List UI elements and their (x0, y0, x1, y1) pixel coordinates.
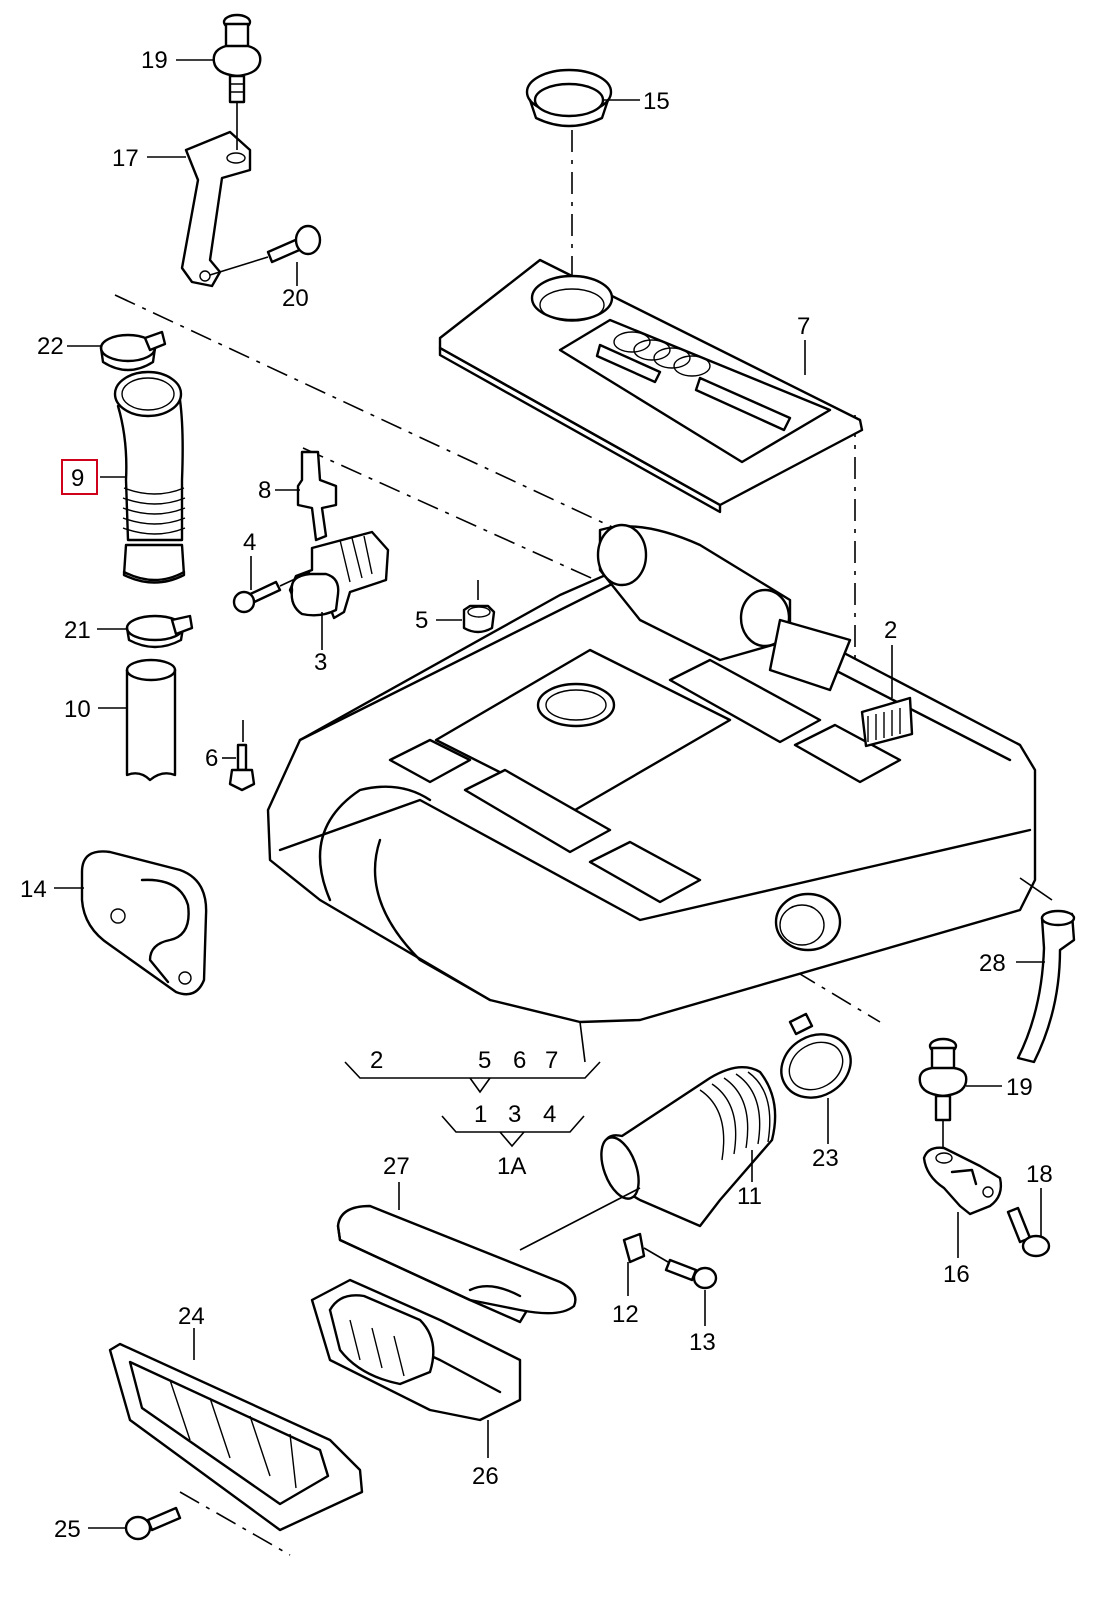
callout-14[interactable]: 14 (20, 876, 47, 903)
part-11-corrugated-duct (519, 1066, 777, 1251)
group-top-6: 6 (513, 1047, 526, 1074)
part-6-bolt (228, 743, 256, 792)
callout-6[interactable]: 6 (205, 745, 218, 772)
callout-28[interactable]: 28 (979, 950, 1006, 977)
part-17-bracket (180, 102, 252, 288)
part-21-hose-clamp (125, 614, 194, 649)
callout-2[interactable]: 2 (884, 617, 897, 644)
part-15-grommet (525, 68, 613, 128)
callout-8[interactable]: 8 (258, 477, 271, 504)
callout-12[interactable]: 12 (612, 1301, 639, 1328)
part-22-hose-clamp (99, 330, 167, 372)
callout-9[interactable]: 9 (71, 465, 84, 492)
callout-17[interactable]: 17 (112, 145, 139, 172)
callout-3[interactable]: 3 (314, 649, 327, 676)
four-rings-logo (613, 331, 711, 377)
callout-19-top[interactable]: 19 (141, 47, 168, 74)
dashed-guides (114, 130, 881, 1556)
group-mid-4: 4 (543, 1101, 556, 1128)
callout-27[interactable]: 27 (383, 1153, 410, 1180)
callout-16[interactable]: 16 (943, 1261, 970, 1288)
part-5-grommet (462, 604, 496, 634)
callout-labels: 19 17 20 15 22 7 9 8 4 21 5 3 2 10 6 14 … (20, 47, 1053, 1543)
part-3-sensor (288, 530, 390, 620)
part-4-screw (232, 571, 311, 614)
cover-emblem (595, 343, 792, 432)
group-top-2: 2 (370, 1047, 383, 1074)
callout-24[interactable]: 24 (178, 1303, 205, 1330)
part-14-gasket (80, 850, 208, 996)
callout-18[interactable]: 18 (1026, 1161, 1053, 1188)
callout-11[interactable]: 11 (737, 1183, 762, 1210)
group-name-1a: 1A (497, 1153, 526, 1180)
part-27-cover (336, 1204, 577, 1324)
callout-5[interactable]: 5 (415, 607, 428, 634)
part-9-intake-hose (113, 370, 186, 584)
callout-20[interactable]: 20 (282, 285, 309, 312)
callout-26[interactable]: 26 (472, 1463, 499, 1490)
part-24-air-guide (108, 1342, 364, 1532)
callout-10[interactable]: 10 (64, 696, 91, 723)
callout-22[interactable]: 22 (37, 333, 64, 360)
callout-9-highlight (61, 459, 98, 495)
part-12-clip (622, 1232, 646, 1264)
callout-leaders (54, 59, 1045, 1529)
callout-25[interactable]: 25 (54, 1516, 81, 1543)
part-7-engine-cover (438, 258, 864, 514)
callout-19-lower[interactable]: 19 (1006, 1074, 1033, 1101)
part-26-air-duct (310, 1278, 522, 1422)
part-16-bracket (922, 1146, 1003, 1216)
callout-15[interactable]: 15 (643, 88, 670, 115)
callout-21[interactable]: 21 (64, 617, 91, 644)
callout-4[interactable]: 4 (243, 529, 256, 556)
part-25-screw (124, 1506, 182, 1541)
group-mid-1: 1 (474, 1101, 487, 1128)
group-brackets (344, 1021, 601, 1148)
group-top-5: 5 (478, 1047, 491, 1074)
part-28-hose (1016, 877, 1076, 1064)
callout-7[interactable]: 7 (797, 313, 810, 340)
group-top-7: 7 (545, 1047, 558, 1074)
part-2-intake-housing (266, 523, 1037, 1024)
callout-23[interactable]: 23 (812, 1145, 839, 1172)
part-20-bolt (209, 224, 322, 276)
part-19-valve-top (212, 13, 262, 104)
group-mid-3: 3 (508, 1101, 521, 1128)
part-13-screw (643, 1247, 718, 1290)
callout-13[interactable]: 13 (689, 1329, 716, 1356)
part-23-hose-clamp (780, 1012, 852, 1099)
part-8-sensor (296, 450, 338, 542)
part-19-valve-lower (918, 1037, 968, 1150)
part-18-bolt (1006, 1206, 1051, 1258)
part-10-pipe (125, 658, 177, 782)
